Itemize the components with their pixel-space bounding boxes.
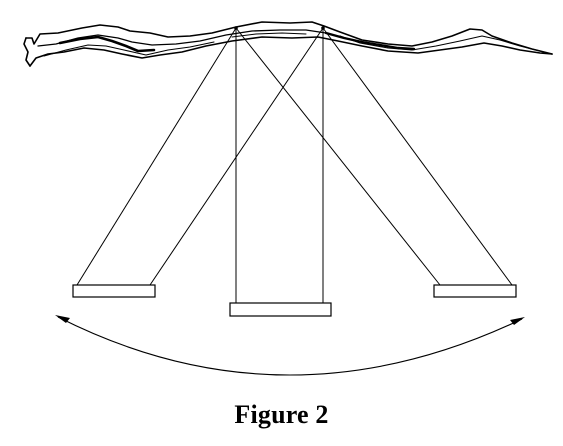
swing-seats <box>72 284 517 317</box>
branch-grain-6 <box>231 32 307 38</box>
branch-outline-upper <box>25 21 553 55</box>
seat-center-position <box>229 302 332 317</box>
branch-outline-lower <box>29 36 553 67</box>
figure-caption: Figure 2 <box>234 400 329 429</box>
rope-left-position-a <box>76 27 237 286</box>
rope-right-position-b <box>322 27 513 286</box>
swing-arc <box>57 316 523 376</box>
tree-branch <box>23 21 553 67</box>
branch-grain-3 <box>43 41 215 57</box>
branch-grain-5 <box>339 35 541 52</box>
branch-grain-2 <box>58 35 156 53</box>
swing-motion-arrow <box>55 315 525 376</box>
pivot-points <box>234 26 325 30</box>
arrowhead-right <box>510 317 525 325</box>
seat-left-position <box>72 284 156 298</box>
seat-right-position <box>433 284 517 298</box>
branch-grain-1 <box>37 29 327 47</box>
rope-right-position-a <box>235 27 441 286</box>
swing-ropes <box>76 27 513 303</box>
branch-left-end <box>23 37 31 67</box>
arrowhead-left <box>55 315 70 323</box>
branch-grain-4 <box>324 31 416 51</box>
